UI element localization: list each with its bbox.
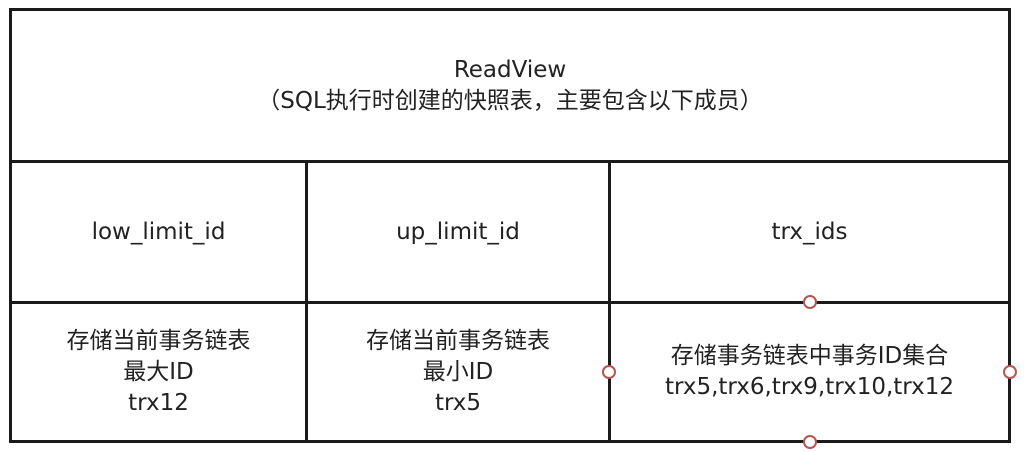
field-cell-up-limit-id[interactable]: up_limit_id <box>305 160 611 304</box>
connection-handle-bottom[interactable] <box>803 435 817 449</box>
connection-handle-top[interactable] <box>803 295 817 309</box>
description-line: 存储事务链表中事务ID集合 <box>670 343 949 369</box>
readview-title: ReadView <box>453 56 567 83</box>
field-name-low-limit-id: low_limit_id <box>91 218 226 245</box>
connection-handle-left[interactable] <box>602 365 616 379</box>
description-cell-low-limit-id[interactable]: 存储当前事务链表 最大ID trx12 <box>9 301 308 443</box>
description-line: trx5 <box>434 389 482 416</box>
field-name-up-limit-id: up_limit_id <box>396 218 520 245</box>
description-cell-trx-ids[interactable]: 存储事务链表中事务ID集合 trx5,trx6,trx9,trx10,trx12 <box>608 301 1011 443</box>
description-line: 存储当前事务链表 <box>366 327 550 354</box>
description-line: trx12 <box>128 389 189 416</box>
description-line: trx5,trx6,trx9,trx10,trx12 <box>664 374 955 400</box>
field-name-trx-ids: trx_ids <box>771 218 848 245</box>
description-line: 存储当前事务链表 <box>66 327 251 354</box>
description-line: 最小ID <box>422 358 494 385</box>
readview-header-cell[interactable]: ReadView （SQL执行时创建的快照表，主要包含以下成员） <box>9 8 1011 163</box>
field-cell-trx-ids[interactable]: trx_ids <box>608 160 1011 304</box>
description-cell-up-limit-id[interactable]: 存储当前事务链表 最小ID trx5 <box>305 301 611 443</box>
connection-handle-right[interactable] <box>1003 365 1017 379</box>
field-cell-low-limit-id[interactable]: low_limit_id <box>9 160 308 304</box>
readview-subtitle: （SQL执行时创建的快照表，主要包含以下成员） <box>257 87 763 114</box>
description-line: 最大ID <box>123 358 194 385</box>
